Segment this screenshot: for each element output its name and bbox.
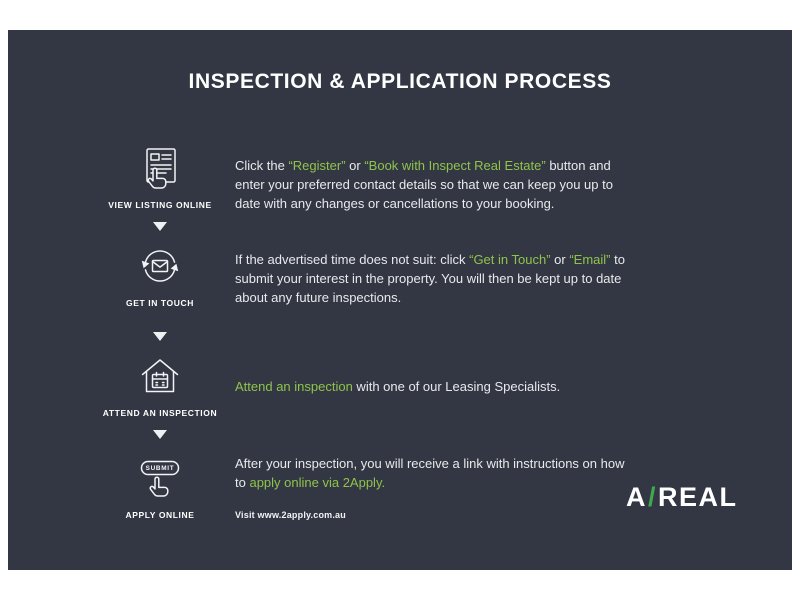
step-1-icon-block: VIEW LISTING ONLINE [98, 144, 222, 210]
email-link-text: “Email” [569, 252, 611, 267]
text-segment: or [550, 252, 570, 267]
infographic-board: INSPECTION & APPLICATION PROCESS VIEW LI… [8, 30, 792, 570]
step-3-description: Attend an inspection with one of our Lea… [235, 378, 633, 397]
get-in-touch-link-text: “Get in Touch” [469, 252, 551, 267]
book-with-ire-link-text: “Book with Inspect Real Estate” [364, 158, 546, 173]
page-title: INSPECTION & APPLICATION PROCESS [188, 70, 612, 93]
register-link-text: “Register” [288, 158, 346, 173]
step-1-label: VIEW LISTING ONLINE [108, 200, 212, 210]
text-segment: to submit your interest in the property.… [235, 252, 625, 305]
step-1-description: Click the “Register” or “Book with Inspe… [235, 157, 633, 214]
visit-2apply-note: Visit www.2apply.com.au [235, 509, 346, 520]
submit-button-hand-icon: SUBMIT [140, 460, 180, 497]
text-segment: or [345, 158, 365, 173]
logo-letter-a: A [626, 482, 647, 512]
submit-button-label: SUBMIT [146, 465, 175, 472]
step-2-icon-block: GET IN TOUCH [98, 242, 222, 308]
step-2-label: GET IN TOUCH [126, 298, 194, 308]
logo-word-real: REAL [658, 482, 738, 512]
step-3-icon-block: ATTEND AN INSPECTION [98, 352, 222, 418]
text-segment: Click the [235, 158, 289, 173]
text-segment: with one of our Leasing Specialists. [352, 379, 561, 394]
step-3-label: ATTEND AN INSPECTION [102, 408, 218, 418]
apply-online-link-text: apply online via 2Apply. [249, 474, 386, 490]
step-4-label: APPLY ONLINE [125, 510, 195, 520]
down-arrow-icon [153, 332, 167, 341]
step-4-icon-block: SUBMIT APPLY ONLINE [98, 450, 222, 520]
text-segment: After your inspection, you will receive … [235, 456, 625, 490]
down-arrow-icon [153, 222, 167, 231]
down-arrow-icon [153, 430, 167, 439]
text-segment: button and enter your preferred contact … [235, 158, 613, 211]
step-2-description: If the advertised time does not suit: cl… [235, 251, 633, 308]
step-4-description: After your inspection, you will receive … [235, 455, 633, 522]
house-calendar-icon [141, 359, 179, 393]
areal-logo: A/REAL [626, 482, 776, 513]
logo-green-slash: / [648, 482, 658, 512]
listing-document-hand-icon [146, 148, 176, 189]
envelope-sync-icon [141, 250, 179, 282]
text-segment: If the advertised time does not suit: cl… [235, 252, 470, 267]
attend-inspection-link-text: Attend an inspection [235, 379, 353, 394]
